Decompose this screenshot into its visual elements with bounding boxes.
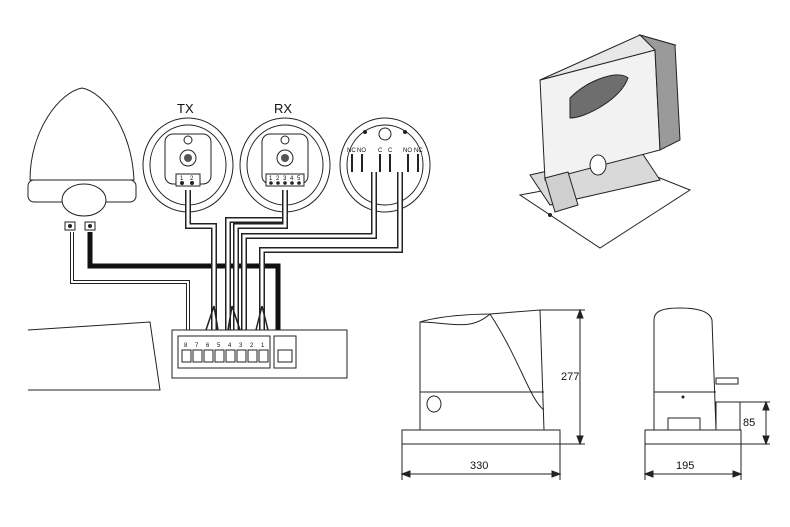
base-height-value: 85 <box>743 417 755 429</box>
wiring-cables <box>70 172 403 331</box>
rx-terminal-label: 3 <box>283 176 287 182</box>
depth-dimension <box>643 444 743 480</box>
key-selector-icon <box>339 117 431 213</box>
board-terminal-label: 8 <box>184 343 188 349</box>
board-terminal-label: 5 <box>217 343 221 349</box>
rx-label: RX <box>274 101 292 116</box>
height-value: 277 <box>561 371 579 383</box>
rx-terminal-label: 1 <box>269 176 273 182</box>
base-height-dimension <box>740 400 770 446</box>
relay-terminal-label: NC <box>347 148 356 154</box>
relay-terminal-label: NO <box>357 148 366 154</box>
rx-terminal-label: 5 <box>297 176 301 182</box>
rx-terminal-label: 4 <box>290 176 294 182</box>
depth-value: 195 <box>676 460 694 472</box>
rx-terminal-label: 2 <box>276 176 280 182</box>
control-board <box>27 321 348 391</box>
width-value: 330 <box>470 460 488 472</box>
board-terminal-label: 4 <box>228 343 232 349</box>
board-terminal-label: 3 <box>239 343 243 349</box>
flashing-lamp-icon <box>27 87 137 231</box>
tx-terminal-label: 2 <box>190 176 194 182</box>
relay-terminal-label: NO <box>403 148 412 154</box>
side-view-drawing <box>401 309 561 445</box>
front-view-drawing <box>644 307 742 445</box>
width-dimension <box>400 444 562 480</box>
tx-terminal-label: 1 <box>180 176 184 182</box>
board-terminal-label: 1 <box>261 343 265 349</box>
terminal-block <box>181 349 293 363</box>
board-terminal-label: 6 <box>206 343 210 349</box>
tx-label: TX <box>177 101 194 116</box>
relay-terminal-label: C <box>378 148 383 154</box>
height-dimension <box>540 308 585 446</box>
tx-photocell-icon <box>142 117 234 213</box>
board-terminal-label: 2 <box>250 343 254 349</box>
relay-terminal-label: C <box>388 148 393 154</box>
board-terminal-label: 7 <box>195 343 199 349</box>
gearmotor-3d-icon <box>518 33 692 249</box>
relay-terminal-label: NC <box>414 148 423 154</box>
rx-photocell-icon <box>239 117 331 213</box>
